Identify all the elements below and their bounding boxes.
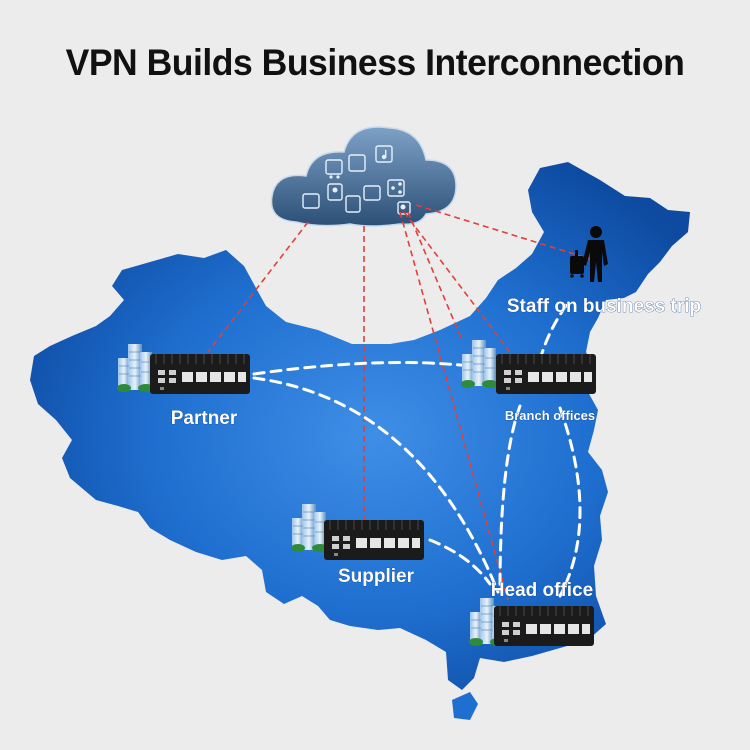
supplier-router [323,519,425,561]
image-icon [363,185,381,201]
head-label: Head office [491,580,593,601]
branch-router [495,353,597,395]
staff-label: Staff on business trip [507,296,701,317]
china-map [30,162,690,690]
partner-label: Partner [171,408,238,429]
music-icon [375,145,393,163]
page-title: VPN Builds Business Interconnection [65,42,685,83]
chat-icon [302,193,320,209]
vpn-links [207,204,601,601]
supplier-label: Supplier [338,566,415,587]
branch-label: Branch offices [505,408,595,423]
cloud [270,126,457,227]
location-icon [327,183,343,201]
traveller-icon [570,226,608,282]
wallet-icon [348,154,366,172]
head-router [493,605,595,647]
search-icon [397,201,411,215]
share-icon [387,179,405,197]
hainan-island [452,692,478,720]
partner-router [149,353,251,395]
cart-icon [325,159,343,175]
document-icon [345,195,361,213]
